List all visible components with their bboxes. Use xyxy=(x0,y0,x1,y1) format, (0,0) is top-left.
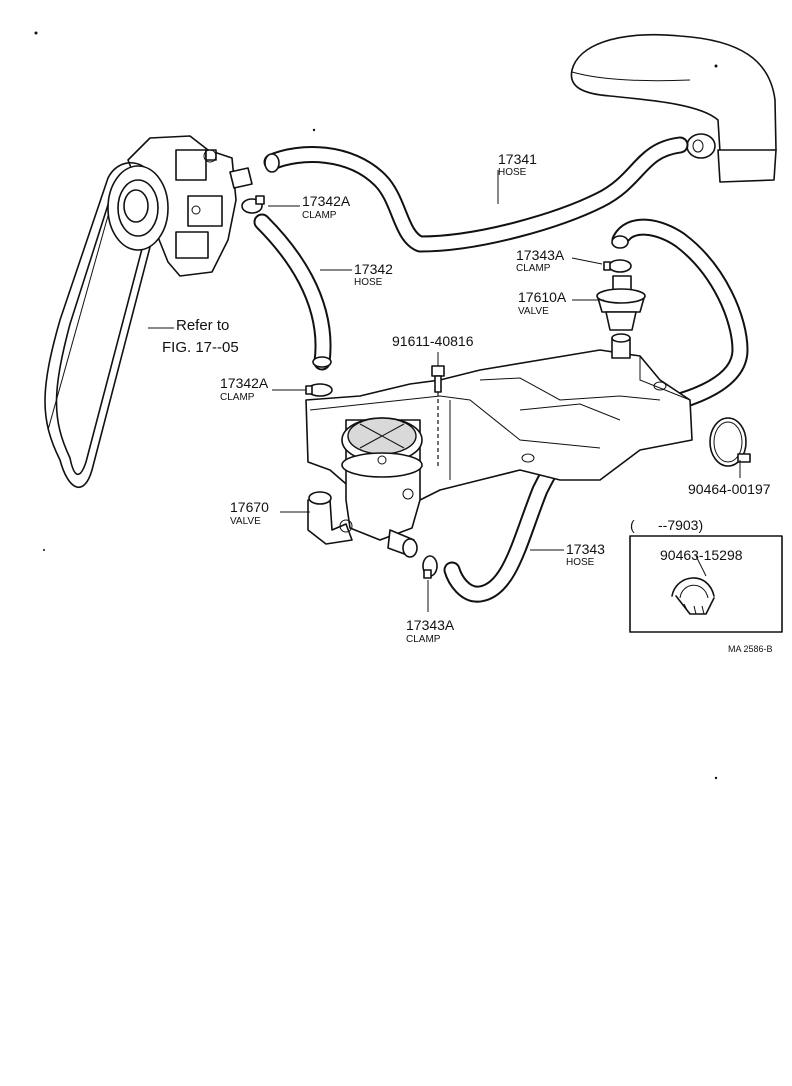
callout-belt-reference: Refer to FIG. 17--05 xyxy=(162,317,239,356)
air-pump xyxy=(127,135,253,277)
clamp-17343a-lower xyxy=(422,555,438,579)
callout-17341: 17341 HOSE xyxy=(498,151,537,178)
inset-labels: ( --7903) 90463-15298 xyxy=(630,517,743,563)
air-intake-duct xyxy=(570,33,777,183)
figure-code: MA 2586-B xyxy=(728,644,773,654)
inset-period: ( --7903) xyxy=(630,517,703,533)
hose-17341 xyxy=(263,136,689,253)
belt-ref-line2: FIG. 17--05 xyxy=(162,339,239,356)
speck xyxy=(43,549,45,551)
callout-17342: 17342 HOSE xyxy=(354,261,393,288)
part-desc: VALVE xyxy=(230,516,261,527)
clamp-17342a-upper xyxy=(241,195,265,214)
part-number: 91611-40816 xyxy=(392,333,474,349)
part-number: 17343 xyxy=(566,541,605,557)
inset-part-number: 90463-15298 xyxy=(660,547,743,563)
part-desc: CLAMP xyxy=(220,392,255,403)
part-desc: HOSE xyxy=(354,277,383,288)
part-desc: CLAMP xyxy=(302,210,337,221)
callout-17670: 17670 VALVE xyxy=(230,499,269,527)
callout-17342a-lower: 17342A CLAMP xyxy=(220,375,269,403)
clamp-17343a-upper xyxy=(603,259,632,273)
belt-ref-line1: Refer to xyxy=(176,317,229,334)
part-number: 17342A xyxy=(302,193,351,209)
part-number: 17670 xyxy=(230,499,269,515)
part-number: 17342 xyxy=(354,261,393,277)
pulley xyxy=(107,165,169,251)
part-number: 17343A xyxy=(516,247,565,263)
inset-box xyxy=(629,535,783,633)
part-number: 17343A xyxy=(406,617,455,633)
part-desc: HOSE xyxy=(566,557,595,568)
bolt-91611-40816 xyxy=(431,365,445,468)
hose-17342 xyxy=(253,213,332,371)
callout-17342a-upper: 17342A CLAMP xyxy=(302,193,351,221)
speck xyxy=(714,776,718,780)
part-desc: CLAMP xyxy=(516,263,551,274)
part-number: 90464-00197 xyxy=(688,481,771,497)
callout-17343a-lower: 17343A CLAMP xyxy=(406,617,455,645)
valve-17610a xyxy=(596,275,646,359)
callout-90464-00197: 90464-00197 xyxy=(688,481,771,497)
part-number: 17342A xyxy=(220,375,269,391)
part-desc: HOSE xyxy=(498,167,527,178)
speck xyxy=(312,128,316,132)
valve-17670 xyxy=(307,417,423,558)
callout-17343a-upper: 17343A CLAMP xyxy=(516,247,565,274)
callout-17343: 17343 HOSE xyxy=(566,541,605,568)
part-number: 17341 xyxy=(498,151,537,167)
callout-17610a: 17610A VALVE xyxy=(518,289,567,317)
part-desc: VALVE xyxy=(518,306,549,317)
speck xyxy=(34,31,38,35)
callout-91611-40816: 91611-40816 xyxy=(392,333,474,349)
part-desc: CLAMP xyxy=(406,634,441,645)
leader-lines xyxy=(148,170,741,612)
clamp-90464-00197 xyxy=(709,417,751,467)
part-number: 17610A xyxy=(518,289,567,305)
clamp-17342a-lower xyxy=(305,383,333,397)
